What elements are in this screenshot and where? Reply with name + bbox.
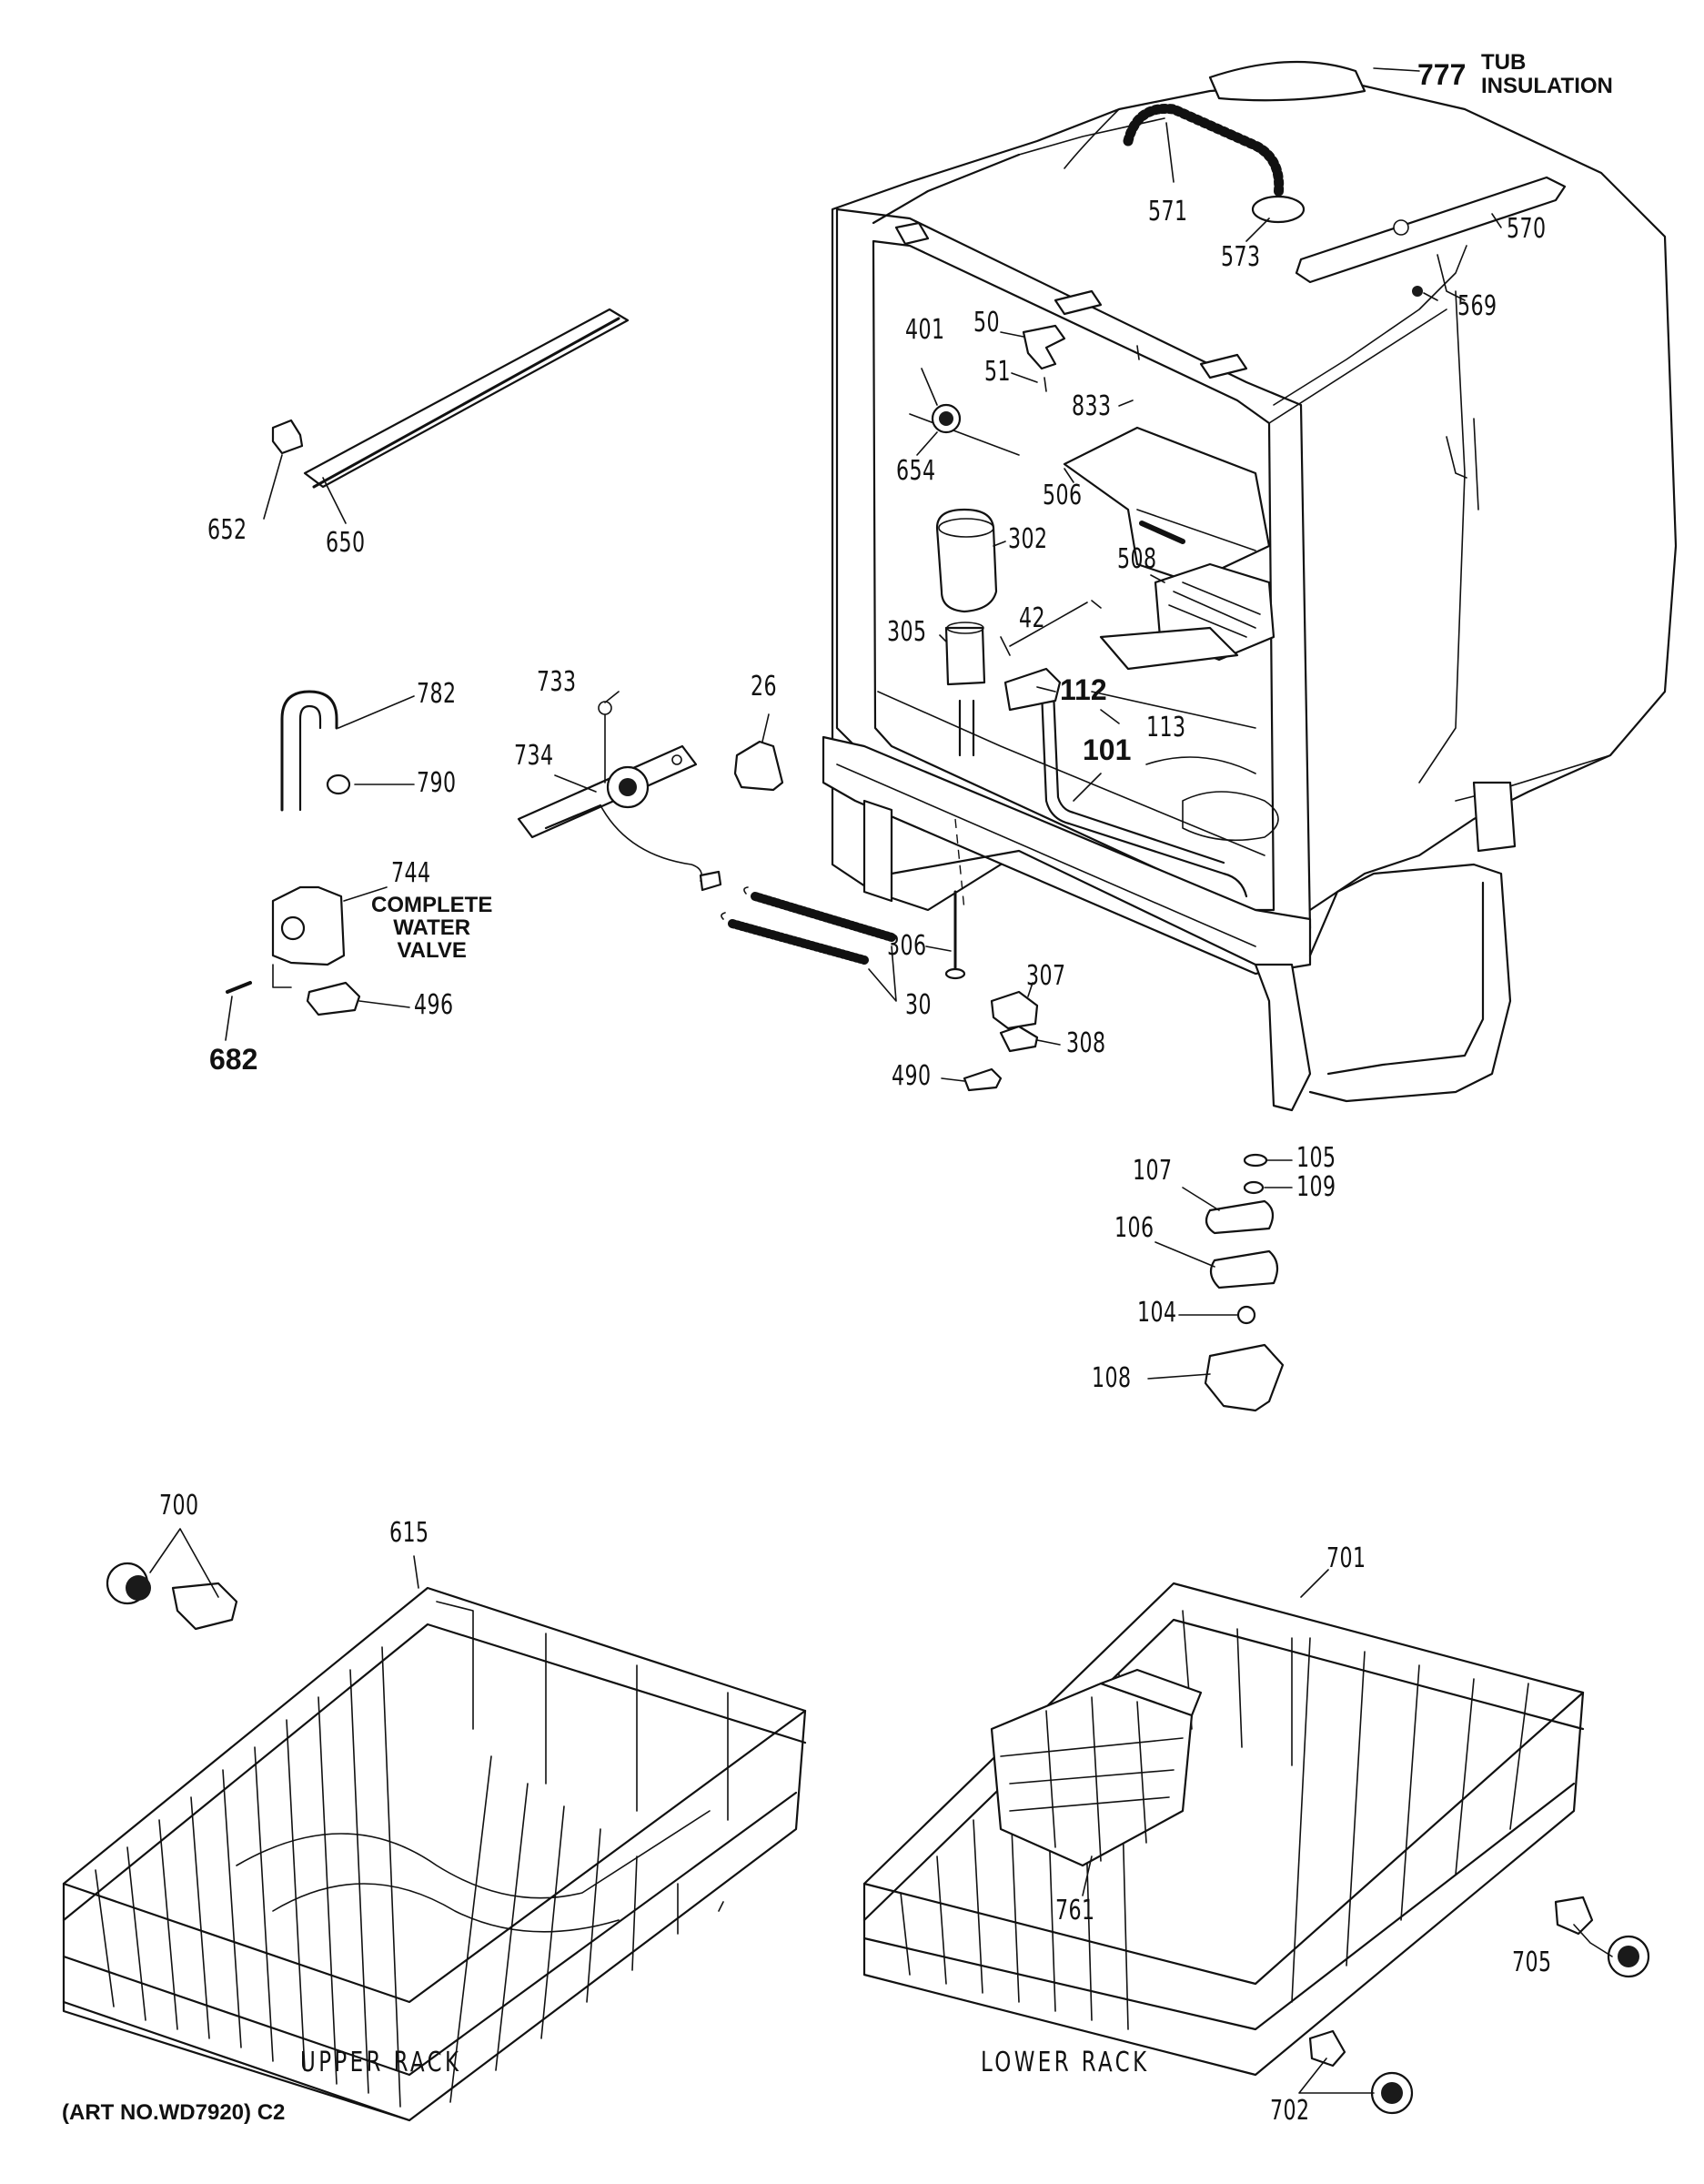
switch-actuator: [963, 1067, 1003, 1092]
part-label-782: 782: [417, 678, 457, 710]
lower-rack-caption: LOWER RACK: [981, 2047, 1150, 2078]
hose-nut: [326, 774, 351, 795]
part-label-569: 569: [1457, 290, 1497, 322]
spray-arm-parts: [1204, 1153, 1285, 1412]
part-label-106: 106: [1114, 1212, 1154, 1244]
part-label-734: 734: [514, 740, 554, 772]
part-label-306: 306: [887, 930, 927, 962]
part-label-101: 101: [1083, 733, 1132, 766]
part-label-109: 109: [1296, 1171, 1336, 1203]
part-label-777: 777: [1417, 58, 1467, 91]
part-label-107: 107: [1133, 1155, 1173, 1187]
part-label-26: 26: [751, 671, 777, 703]
part-label-570: 570: [1507, 213, 1547, 245]
part-label-307: 307: [1026, 960, 1066, 992]
water-valve: [271, 885, 346, 988]
part-label-30: 30: [905, 989, 932, 1021]
part-label-701: 701: [1326, 1542, 1366, 1574]
part-label-700: 700: [159, 1490, 199, 1522]
valve-bracket: [306, 981, 361, 1016]
art-number-caption: (ART NO.WD7920) C2: [62, 2100, 286, 2125]
mounting-bracket: [1295, 176, 1567, 284]
part-label-113: 113: [1146, 712, 1186, 743]
gasket-clip: [271, 419, 304, 455]
part-label-401: 401: [905, 314, 945, 346]
part-label-705: 705: [1512, 1946, 1552, 1978]
inlet-hose: [280, 690, 338, 812]
part-label-650: 650: [326, 527, 366, 559]
rack-roller-702: [1308, 2029, 1414, 2115]
vent-fitting: [1251, 195, 1306, 224]
part-label-833: 833: [1072, 390, 1112, 422]
part-label-302: 302: [1008, 523, 1048, 555]
upper-rack: [62, 1586, 807, 2122]
part-label-50: 50: [973, 307, 1000, 339]
rack-roller-705: [1554, 1896, 1650, 1978]
switch-plate: [517, 701, 722, 892]
part-label-42: 42: [1019, 602, 1045, 634]
screw-icon: [1412, 286, 1423, 297]
part-label-508: 508: [1117, 543, 1157, 575]
part-label-490: 490: [892, 1060, 932, 1092]
part-label-790: 790: [417, 767, 457, 799]
tub-assembly: [822, 60, 1678, 1112]
lower-rack: [862, 1582, 1585, 2077]
rack-roller-upper: [106, 1562, 238, 1631]
complete-water-valve-label: COMPLETE WATER VALVE: [371, 893, 493, 964]
part-label-682: 682: [209, 1043, 258, 1076]
part-label-761: 761: [1055, 1895, 1095, 1926]
tub-interior-parts: [909, 324, 1275, 757]
part-label-51: 51: [984, 356, 1011, 388]
door-springs: [721, 886, 896, 965]
door-handle-part: [733, 740, 784, 792]
part-label-105: 105: [1296, 1142, 1336, 1174]
part-label-744: 744: [391, 857, 431, 889]
tub-insulation-label: TUB INSULATION: [1481, 50, 1613, 99]
part-label-702: 702: [1270, 2095, 1310, 2127]
part-label-112: 112: [1060, 673, 1107, 706]
part-label-305: 305: [887, 616, 927, 648]
part-label-615: 615: [389, 1517, 429, 1549]
part-label-733: 733: [537, 666, 577, 698]
part-label-104: 104: [1137, 1297, 1177, 1329]
part-label-654: 654: [896, 455, 936, 487]
screw-icon: [226, 981, 252, 994]
part-label-496: 496: [414, 989, 454, 1021]
part-label-571: 571: [1148, 196, 1188, 228]
door-gasket: [303, 308, 630, 489]
upper-rack-caption: UPPER RACK: [300, 2047, 462, 2078]
leader-lines: [149, 67, 1613, 2094]
part-label-108: 108: [1092, 1362, 1132, 1394]
part-label-506: 506: [1043, 480, 1083, 511]
part-label-308: 308: [1066, 1027, 1106, 1059]
part-label-652: 652: [207, 514, 247, 546]
fill-hose: [1123, 103, 1285, 201]
part-label-573: 573: [1221, 241, 1261, 273]
door-switch: [990, 990, 1039, 1030]
